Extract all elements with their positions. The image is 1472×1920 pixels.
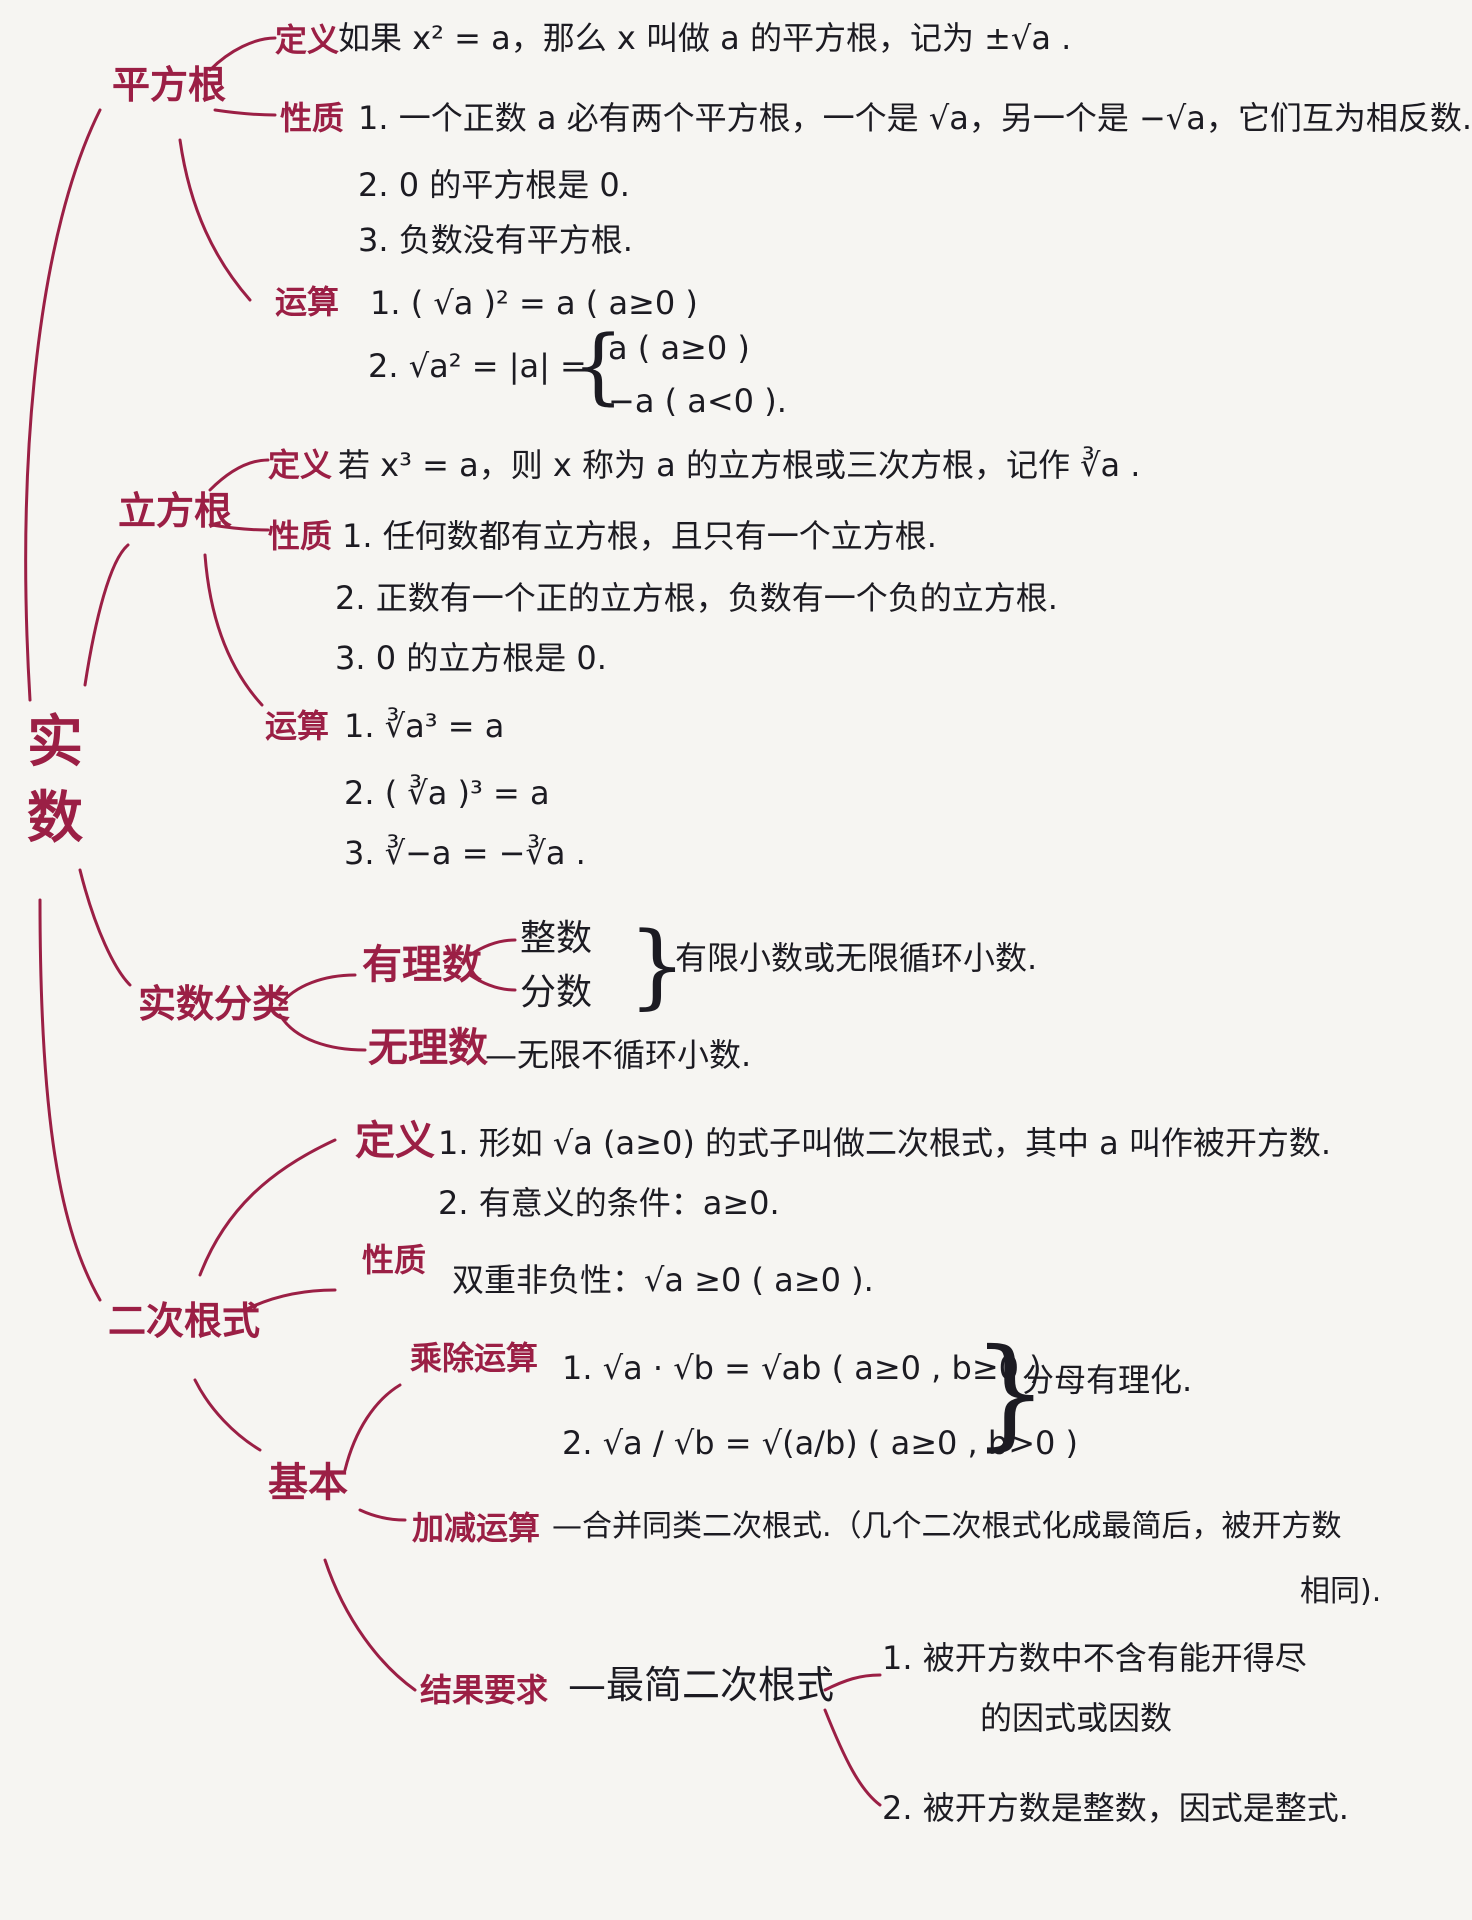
link-basic-result xyxy=(323,1558,417,1692)
link-cube-def xyxy=(208,458,270,492)
rational-note: 有限小数或无限循环小数. xyxy=(675,939,1038,977)
integer-label: 整数 xyxy=(520,918,593,959)
cube-root-op-1: 1. ∛a³ = a xyxy=(344,707,505,745)
cases-brace-icon: { xyxy=(572,319,625,414)
root-node: 实数 xyxy=(27,710,83,851)
irrational-note: —无限不循环小数. xyxy=(485,1036,752,1074)
square-root-op-2: 2. √a² = |a| = xyxy=(368,347,587,385)
square-root-op-2-case-2: −a ( a<0 ). xyxy=(608,382,787,420)
irrational-label: 无理数 xyxy=(368,1025,488,1071)
link-square-op xyxy=(178,138,252,302)
muldiv-2: 2. √a / √b = √(a/b) ( a≥0 , b>0 ) xyxy=(562,1424,1079,1462)
link-cube-prop xyxy=(210,523,270,532)
link-result-item2 xyxy=(823,1708,882,1807)
link-root-radical xyxy=(38,898,102,1302)
cube-root-prop-2: 2. 正数有一个正的立方根，负数有一个负的立方根. xyxy=(335,579,1058,617)
radical-def-label: 定义 xyxy=(355,1118,435,1164)
square-root-prop-2: 2. 0 的平方根是 0. xyxy=(358,166,630,204)
square-root-op-2-case-1: a ( a≥0 ) xyxy=(608,329,750,367)
mind-map: 实数 平方根 定义 如果 x² = a，那么 x 叫做 a 的平方根，记为 ±√… xyxy=(24,19,1472,1827)
square-root-def-label: 定义 xyxy=(275,21,340,59)
rational-brace-icon: } xyxy=(628,912,687,1019)
addsub-text: —合并同类二次根式.（几个二次根式化成最简后，被开方数 xyxy=(552,1509,1342,1544)
cube-root-def: 若 x³ = a，则 x 称为 a 的立方根或三次方根，记作 ∛a . xyxy=(338,446,1141,484)
addsub-label: 加减运算 xyxy=(412,1509,541,1547)
square-root-op-label: 运算 xyxy=(275,283,340,321)
radical-basic-label: 基本 xyxy=(268,1460,348,1506)
radical-def-2: 2. 有意义的条件：a≥0. xyxy=(438,1184,780,1222)
cube-root-prop-3: 3. 0 的立方根是 0. xyxy=(335,639,607,677)
cube-root-prop-1: 1. 任何数都有立方根，且只有一个立方根. xyxy=(342,517,937,555)
link-radical-prop xyxy=(243,1288,337,1312)
square-root-title: 平方根 xyxy=(112,63,227,107)
cube-root-title: 立方根 xyxy=(118,489,233,533)
square-root-prop-label: 性质 xyxy=(280,99,345,137)
cube-root-op-2: 2. ( ∛a )³ = a xyxy=(344,774,550,812)
classification-title: 实数分类 xyxy=(138,982,291,1026)
cube-root-op-3: 3. ∛−a = −∛a . xyxy=(344,834,586,872)
cube-root-op-label: 运算 xyxy=(265,707,330,745)
result-text: —最简二次根式 xyxy=(568,1663,835,1707)
link-class-rational xyxy=(278,973,357,1007)
link-square-def xyxy=(208,36,277,72)
link-radical-def xyxy=(198,1138,337,1277)
result-item-1: 1. 被开方数中不含有能开得尽 xyxy=(882,1639,1307,1677)
link-root-classification xyxy=(78,868,132,987)
link-class-irrational xyxy=(278,1013,367,1052)
cube-root-prop-label: 性质 xyxy=(268,517,333,555)
square-root-op-1: 1. ( √a )² = a ( a≥0 ) xyxy=(370,284,698,322)
link-radical-basic xyxy=(193,1378,262,1452)
muldiv-brace-icon: } xyxy=(972,1324,1049,1463)
result-label: 结果要求 xyxy=(420,1671,549,1709)
rational-label: 有理数 xyxy=(362,942,482,988)
radical-def-1: 1. 形如 √a (a≥0) 的式子叫做二次根式，其中 a 叫作被开方数. xyxy=(438,1124,1332,1162)
muldiv-1: 1. √a · √b = √ab ( a≥0 , b≥0 ) xyxy=(562,1349,1042,1387)
result-item-1-cont: 的因式或因数 xyxy=(980,1699,1173,1737)
link-root-square xyxy=(24,108,102,702)
square-root-def: 如果 x² = a，那么 x 叫做 a 的平方根，记为 ±√a . xyxy=(338,19,1072,57)
radical-prop-label: 性质 xyxy=(362,1241,427,1279)
square-root-prop-3: 3. 负数没有平方根. xyxy=(358,221,633,259)
muldiv-label: 乘除运算 xyxy=(410,1339,539,1377)
link-root-cube xyxy=(83,543,130,687)
link-basic-addsub xyxy=(358,1508,407,1522)
square-root-prop-1: 1. 一个正数 a 必有两个平方根，一个是 √a，另一个是 −√a，它们互为相反… xyxy=(358,99,1472,137)
link-cube-op xyxy=(203,553,264,707)
fraction-label: 分数 xyxy=(520,972,593,1013)
link-rational-fraction xyxy=(468,973,517,992)
link-square-prop xyxy=(213,108,277,117)
link-result-item1 xyxy=(823,1673,882,1692)
result-item-2: 2. 被开方数是整数，因式是整式. xyxy=(882,1789,1349,1827)
addsub-text-cont: 相同). xyxy=(1300,1574,1382,1609)
muldiv-note: 分母有理化. xyxy=(1022,1361,1193,1399)
link-rational-integer xyxy=(468,938,517,957)
link-basic-muldiv xyxy=(343,1383,402,1472)
cube-root-def-label: 定义 xyxy=(268,446,333,484)
connector-lines xyxy=(24,36,882,1807)
radical-prop: 双重非负性：√a ≥0 ( a≥0 ). xyxy=(452,1261,874,1299)
radical-title: 二次根式 xyxy=(108,1299,261,1343)
